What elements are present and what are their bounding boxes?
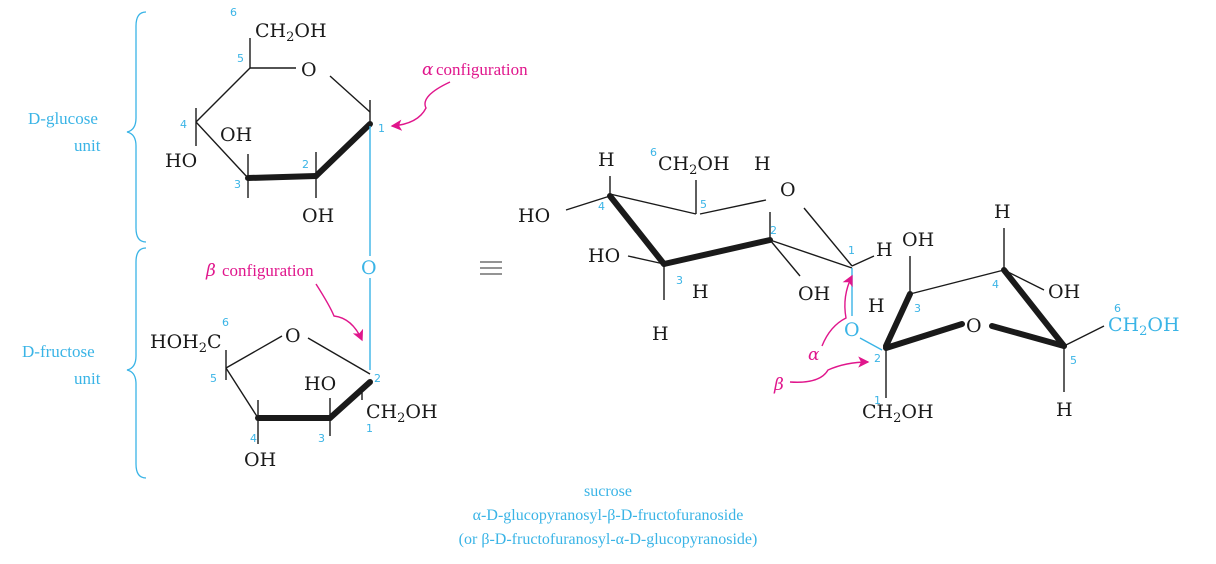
fru-c1-ch2oh: CH2OH	[862, 401, 934, 426]
fructose-c4-oh: OH	[244, 449, 276, 471]
alpha-config-arrow	[390, 81, 451, 131]
glucose-num-1: 1	[378, 122, 385, 135]
glucose-haworth	[195, 38, 373, 198]
fructose-num-2: 2	[374, 372, 381, 385]
glucose-num-4: 4	[180, 118, 187, 131]
fru-num-6: 6	[1114, 302, 1121, 315]
chair-c3-h-axial: H	[652, 323, 669, 345]
beta-config-label: configuration	[222, 261, 314, 280]
glucose-unit-bracket	[126, 11, 147, 243]
fructose-ring-right	[883, 228, 1105, 398]
equivalence-sign	[480, 261, 502, 275]
fru-ring-oxygen: O	[966, 315, 982, 337]
alpha-config-symbol: α	[422, 60, 434, 80]
fructose-num-4: 4	[250, 432, 257, 445]
alpha-configuration-annotation: α configuration	[390, 60, 528, 131]
fructose-unit-label-line1: D-fructose	[22, 342, 95, 361]
chair-num-5: 5	[700, 198, 707, 211]
fru-num-2: 2	[874, 352, 881, 365]
fru-c4-h: H	[994, 201, 1011, 223]
chair-c1-h: H	[876, 239, 893, 261]
fructose-num-1: 1	[366, 422, 373, 435]
chair-c6-ch2oh: CH2OH	[658, 153, 730, 178]
chair-num-3: 3	[676, 274, 683, 287]
fru-c3-h: H	[868, 295, 885, 317]
fru-c4-oh: OH	[1048, 281, 1080, 303]
fructose-c6-hoh2c: HOH2C	[150, 331, 222, 356]
glucose-unit-label-line2: unit	[74, 136, 101, 155]
chair-c3-h: H	[692, 281, 709, 303]
fru-num-1: 1	[874, 394, 881, 407]
fructose-num-5: 5	[210, 372, 217, 385]
fructose-num-6: 6	[222, 316, 229, 329]
beta-config-arrow	[315, 283, 364, 342]
fructose-c3-ho: HO	[304, 373, 336, 395]
fructose-ring-oxygen: O	[285, 325, 301, 347]
glucose-ring-oxygen: O	[301, 59, 317, 81]
glycosidic-oxygen-right: O	[844, 319, 860, 341]
fru-num-4: 4	[992, 278, 999, 291]
glucose-num-5: 5	[237, 52, 244, 65]
glucose-unit-label: D-glucose unit	[28, 109, 101, 155]
fructose-c1-ch2oh: CH2OH	[366, 401, 438, 426]
chair-ring-oxygen: O	[780, 179, 796, 201]
glycosidic-bond-right-lower	[859, 337, 883, 351]
glucose-num-6: 6	[230, 6, 237, 19]
fructose-unit-label-line2: unit	[74, 369, 101, 388]
fructose-num-3: 3	[318, 432, 325, 445]
fru-num-3: 3	[914, 302, 921, 315]
chair-c2-oh: OH	[798, 283, 830, 305]
glucose-c2-oh: OH	[302, 205, 334, 227]
chair-alpha-label: α	[808, 345, 820, 365]
chair-beta-label: β	[773, 375, 784, 395]
chair-c4-h: H	[598, 149, 615, 171]
glucose-num-2: 2	[302, 158, 309, 171]
fru-c6-ch2oh: CH2OH	[1108, 314, 1180, 339]
fru-c3-oh: OH	[902, 229, 934, 251]
fructose-unit-bracket	[126, 247, 147, 479]
chair-num-2: 2	[770, 224, 777, 237]
glucose-num-3: 3	[234, 178, 241, 191]
chair-c5-h: H	[754, 153, 771, 175]
glucose-c4-ho: HO	[165, 150, 197, 172]
caption-line1: sucrose	[584, 483, 632, 500]
fru-c5-h: H	[1056, 399, 1073, 421]
chair-num-1: 1	[848, 244, 855, 257]
glucose-unit-label-line1: D-glucose	[28, 109, 98, 128]
glucose-chair	[565, 176, 875, 300]
caption: sucrose α-D-glucopyranosyl-β-D-fructofur…	[459, 483, 758, 548]
fructose-haworth	[225, 335, 373, 444]
chair-alpha-arrow	[821, 274, 853, 347]
chair-c4-ho: HO	[518, 205, 550, 227]
beta-config-symbol: β	[205, 261, 216, 281]
alpha-config-label: configuration	[436, 60, 528, 79]
chair-num-4: 4	[598, 200, 605, 213]
glucose-c3-oh: OH	[220, 124, 252, 146]
beta-configuration-annotation: β configuration	[205, 261, 364, 342]
fructose-unit-label: D-fructose unit	[22, 342, 101, 388]
chair-beta-arrow	[789, 356, 870, 383]
chair-num-6: 6	[650, 146, 657, 159]
glycosidic-oxygen-left: O	[361, 257, 377, 279]
glucose-c6-ch2oh: CH2OH	[255, 20, 327, 45]
chair-c3-ho: HO	[588, 245, 620, 267]
caption-line3: (or β-D-fructofuranosyl-α-D-glucopyranos…	[459, 531, 758, 548]
caption-line2: α-D-glucopyranosyl-β-D-fructofuranoside	[473, 507, 744, 524]
fru-num-5: 5	[1070, 354, 1077, 367]
